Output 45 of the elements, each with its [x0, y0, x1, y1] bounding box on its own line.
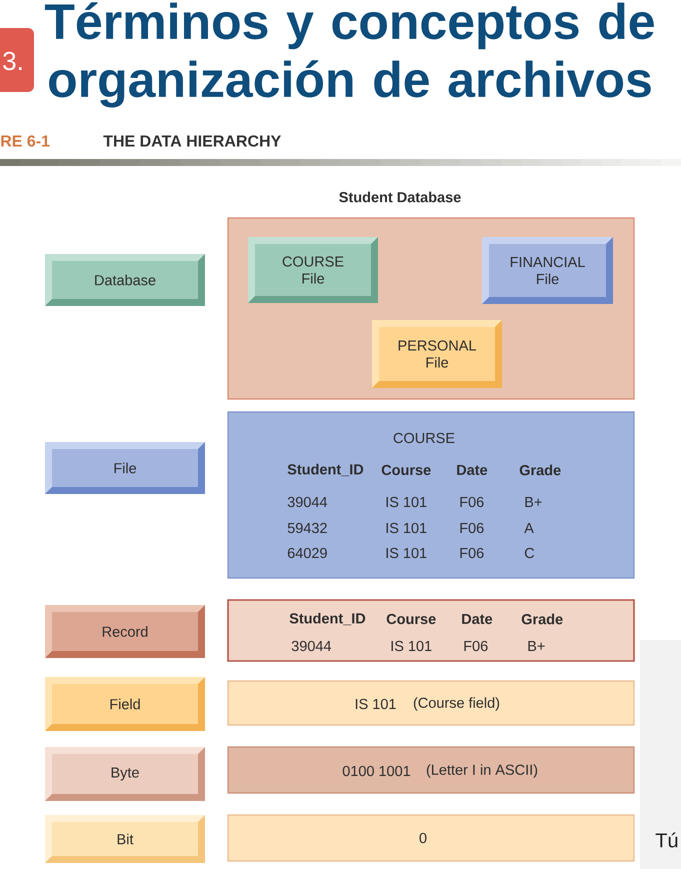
table-cell: IS 101: [392, 640, 432, 652]
box-heading: Student Database: [339, 192, 461, 202]
level-button: File: [45, 442, 205, 494]
column-header: Student_ID: [288, 464, 364, 476]
column-header: Student_ID: [290, 612, 366, 626]
value-text: IS 101: [356, 698, 396, 710]
description-text: (Letter I in ASCII): [426, 764, 538, 778]
level-button: Database: [45, 254, 205, 306]
level-button: Byte: [45, 747, 205, 801]
table-cell: C: [524, 548, 534, 558]
file-block: COURSE File: [248, 237, 378, 303]
column-header: Grade: [520, 464, 561, 476]
slide-title: Términos y conceptos de organización de archivos: [44, 2, 654, 108]
number-badge: 3.: [0, 28, 34, 92]
level-button: Bit: [45, 815, 205, 863]
value-text: 0100 1001: [342, 766, 410, 776]
figure-title: THE DATA HIERARCHY: [103, 135, 281, 147]
table-cell: 39044: [292, 640, 332, 652]
table-cell: 64029: [288, 548, 327, 558]
table-cell: B+: [528, 641, 545, 651]
column-header: Course: [382, 464, 431, 476]
table-cell: F06: [460, 548, 484, 558]
description-text: (Course field): [414, 697, 500, 711]
file-block: FINANCIAL File: [482, 237, 613, 304]
table-cell: F06: [460, 522, 484, 534]
value-text: 0: [420, 832, 426, 844]
table-cell: IS 101: [386, 496, 426, 508]
column-header: Date: [457, 464, 488, 476]
table-cell: 59432: [288, 522, 327, 534]
column-header: Date: [462, 614, 492, 624]
table-cell: 39044: [288, 496, 328, 508]
column-header: Grade: [522, 614, 563, 624]
table-title: COURSE: [394, 432, 454, 444]
table-cell: F06: [460, 496, 484, 508]
name-label: Tú: [656, 832, 678, 848]
table-cell: B+: [525, 497, 542, 507]
file-block: PERSONAL File: [372, 320, 502, 388]
level-button: Record: [45, 605, 205, 658]
table-cell: F06: [464, 640, 488, 652]
column-header: Course: [386, 614, 436, 624]
level-button: Field: [45, 677, 205, 731]
table-cell: A: [524, 523, 534, 533]
table-cell: IS 101: [386, 522, 426, 534]
figure-number: RE 6-1: [1, 135, 50, 147]
table-cell: IS 101: [386, 548, 426, 558]
